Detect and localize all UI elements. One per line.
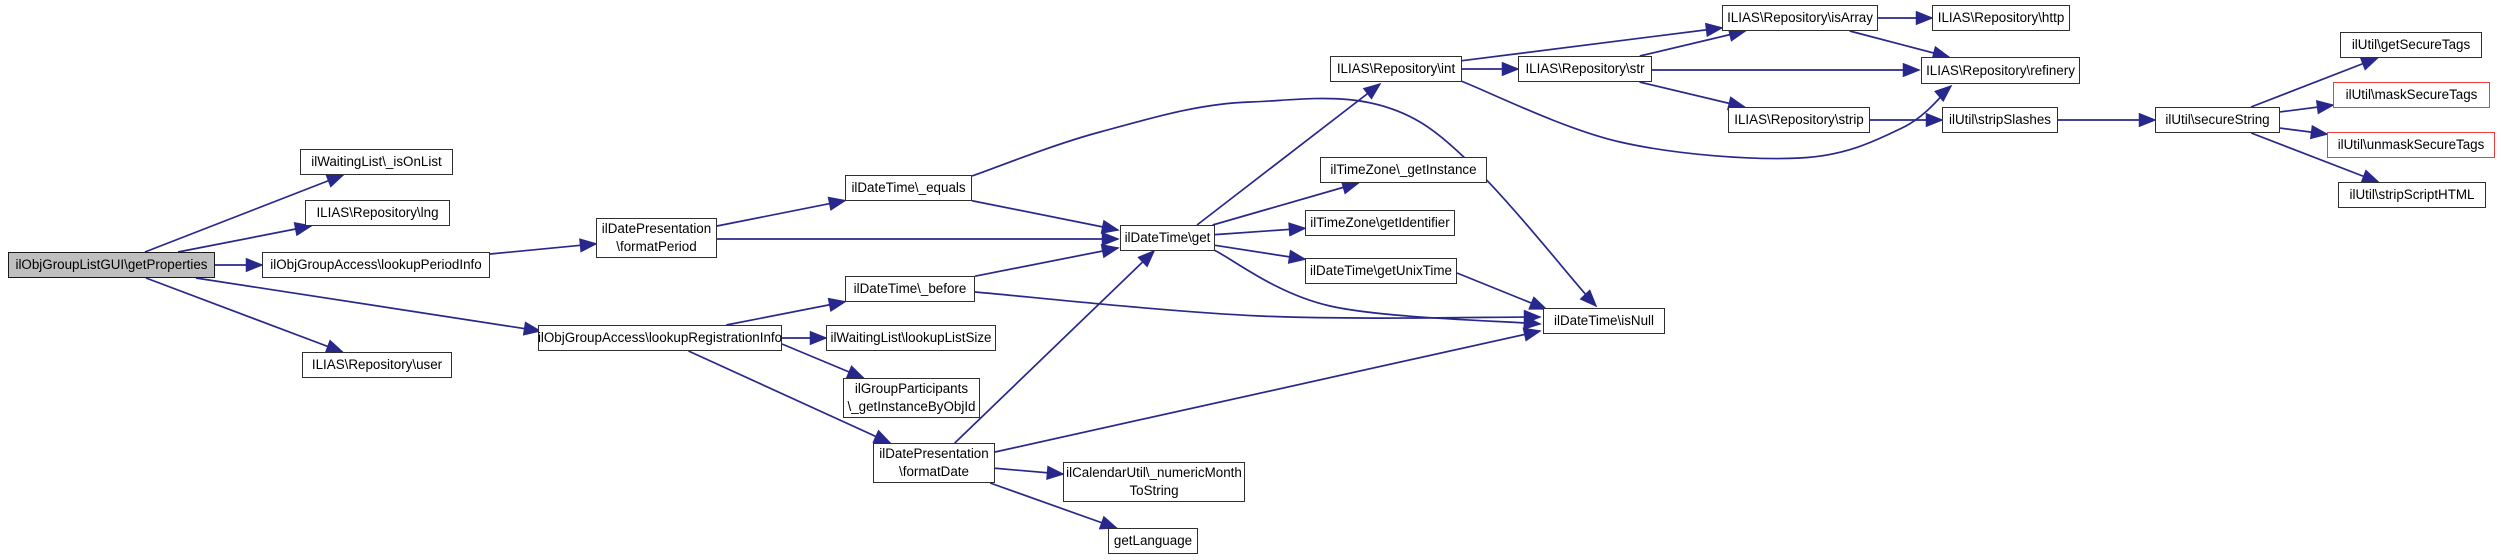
node-lng[interactable]: ILIAS\Repository\lng [305, 200, 450, 226]
node-lookupperiodinfo[interactable]: ilObjGroupAccess\lookupPeriodInfo [262, 252, 490, 278]
edge-get-to-isnull [1213, 249, 1542, 330]
node-before[interactable]: ilDateTime\_before [845, 276, 975, 302]
edge-securestring-to-stripscripthtml [2250, 132, 2380, 183]
edge-formatdate-to-getlanguage [989, 482, 1119, 530]
edge-str-to-isarray [1639, 27, 1747, 57]
edge-int-to-isarray [1461, 22, 1724, 62]
edge-before-to-isnull [974, 291, 1542, 325]
edge-getunixtime-to-isnull [1456, 272, 1548, 310]
edge-getproperties-to-lng [177, 222, 313, 253]
node-http[interactable]: ILIAS\Repository\http [1932, 5, 2070, 31]
node-formatdate[interactable]: ilDatePresentation \formatDate [873, 443, 995, 483]
edge-getproperties-to-isonlist [144, 174, 345, 253]
edge-securestring-to-getsecuretags [2250, 57, 2380, 108]
edge-str-to-strip [1639, 81, 1747, 111]
node-getinstancebyobjid[interactable]: ilGroupParticipants \_getInstanceByObjId [843, 378, 980, 418]
node-unmasksecuretags[interactable]: ilUtil\unmaskSecureTags [2327, 132, 2495, 158]
node-isarray[interactable]: ILIAS\Repository\isArray [1722, 5, 1878, 31]
edge-get-to-getidentifier [1214, 222, 1307, 237]
edge-before-to-get [974, 244, 1120, 278]
node-getlanguage[interactable]: getLanguage [1108, 528, 1198, 554]
node-isnull[interactable]: ilDateTime\isNull [1543, 308, 1665, 334]
node-lookuplistsize[interactable]: ilWaitingList\lookupListSize [826, 325, 996, 351]
node-isonlist[interactable]: ilWaitingList\_isOnList [300, 149, 453, 175]
node-securestring[interactable]: ilUtil\secureString [2155, 107, 2280, 133]
node-stripslashes[interactable]: ilUtil\stripSlashes [1942, 107, 2058, 133]
edge-equals-to-isnull [971, 97, 1598, 308]
node-user[interactable]: ILIAS\Repository\user [302, 352, 452, 378]
node-formatperiod[interactable]: ilDatePresentation \formatPeriod [596, 218, 717, 258]
edge-lookupregistrationinfo-to-before [726, 297, 847, 326]
edge-securestring-to-unmasksecuretags [2279, 124, 2329, 140]
node-strip[interactable]: ILIAS\Repository\strip [1728, 107, 1870, 133]
edge-get-to-getunixtime [1214, 244, 1307, 264]
node-getidentifier[interactable]: ilTimeZone\getIdentifier [1305, 210, 1455, 236]
edge-getproperties-to-user [145, 277, 345, 354]
edge-formatperiod-to-equals [716, 196, 847, 227]
edge-formatdate-to-get [954, 249, 1156, 444]
node-get[interactable]: ilDateTime\get [1120, 225, 1215, 251]
node-getinstance[interactable]: ilTimeZone\_getInstance [1320, 157, 1487, 183]
edge-get-to-int [1196, 82, 1382, 226]
edge-lookupregistrationinfo-to-formatdate [688, 350, 892, 444]
node-int[interactable]: ILIAS\Repository\int [1330, 56, 1462, 82]
node-getsecuretags[interactable]: ilUtil\getSecureTags [2340, 32, 2482, 58]
edge-get-to-getinstance [1212, 180, 1361, 226]
node-lookupregistrationinfo[interactable]: ilObjGroupAccess\lookupRegistrationInfo [538, 325, 782, 351]
edge-isarray-to-refinery [1849, 30, 1951, 60]
node-equals[interactable]: ilDateTime\_equals [845, 175, 972, 201]
edge-int-to-refinery [1460, 80, 1953, 160]
node-getunixtime[interactable]: ilDateTime\getUnixTime [1305, 258, 1457, 284]
edge-securestring-to-masksecuretags [2279, 100, 2335, 115]
node-numericmonthtostring[interactable]: ilCalendarUtil\_numericMonth ToString [1063, 462, 1245, 502]
node-str[interactable]: ILIAS\Repository\str [1518, 56, 1652, 82]
node-refinery[interactable]: ILIAS\Repository\refinery [1921, 57, 2080, 84]
edge-formatdate-to-numericmonthtostring [994, 465, 1065, 480]
node-stripscripthtml[interactable]: ilUtil\stripScriptHTML [2338, 182, 2486, 208]
edge-getproperties-to-lookupregistrationinfo [195, 277, 542, 336]
edge-lookupperiodinfo-to-formatperiod [489, 238, 598, 255]
node-masksecuretags[interactable]: ilUtil\maskSecureTags [2333, 82, 2490, 108]
node-getproperties[interactable]: ilObjGroupListGUI\getProperties [8, 252, 215, 278]
edge-formatdate-to-isnull [994, 327, 1542, 453]
edge-lookupregistrationinfo-to-getinstancebyobjid [781, 343, 866, 379]
edge-equals-to-get [971, 199, 1120, 234]
